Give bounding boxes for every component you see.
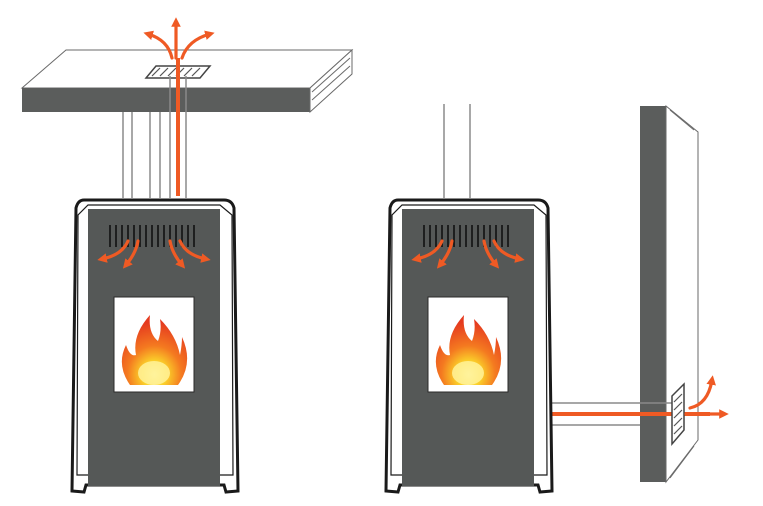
ceiling-airflow-arrow-icon — [143, 17, 215, 60]
wall-slab — [640, 104, 699, 484]
stove-icon — [72, 200, 238, 492]
wall-pipes — [552, 402, 672, 426]
wall-vent-scene — [386, 104, 729, 492]
ceiling-slab — [20, 48, 354, 114]
wall-airflow-arrow-icon — [684, 375, 729, 419]
stove-icon-right — [386, 200, 552, 492]
ceiling-pipes — [122, 76, 187, 198]
ceiling-vent-scene — [20, 17, 354, 492]
rear-pipes — [443, 104, 471, 198]
wall-vent-grille-icon — [671, 382, 685, 447]
